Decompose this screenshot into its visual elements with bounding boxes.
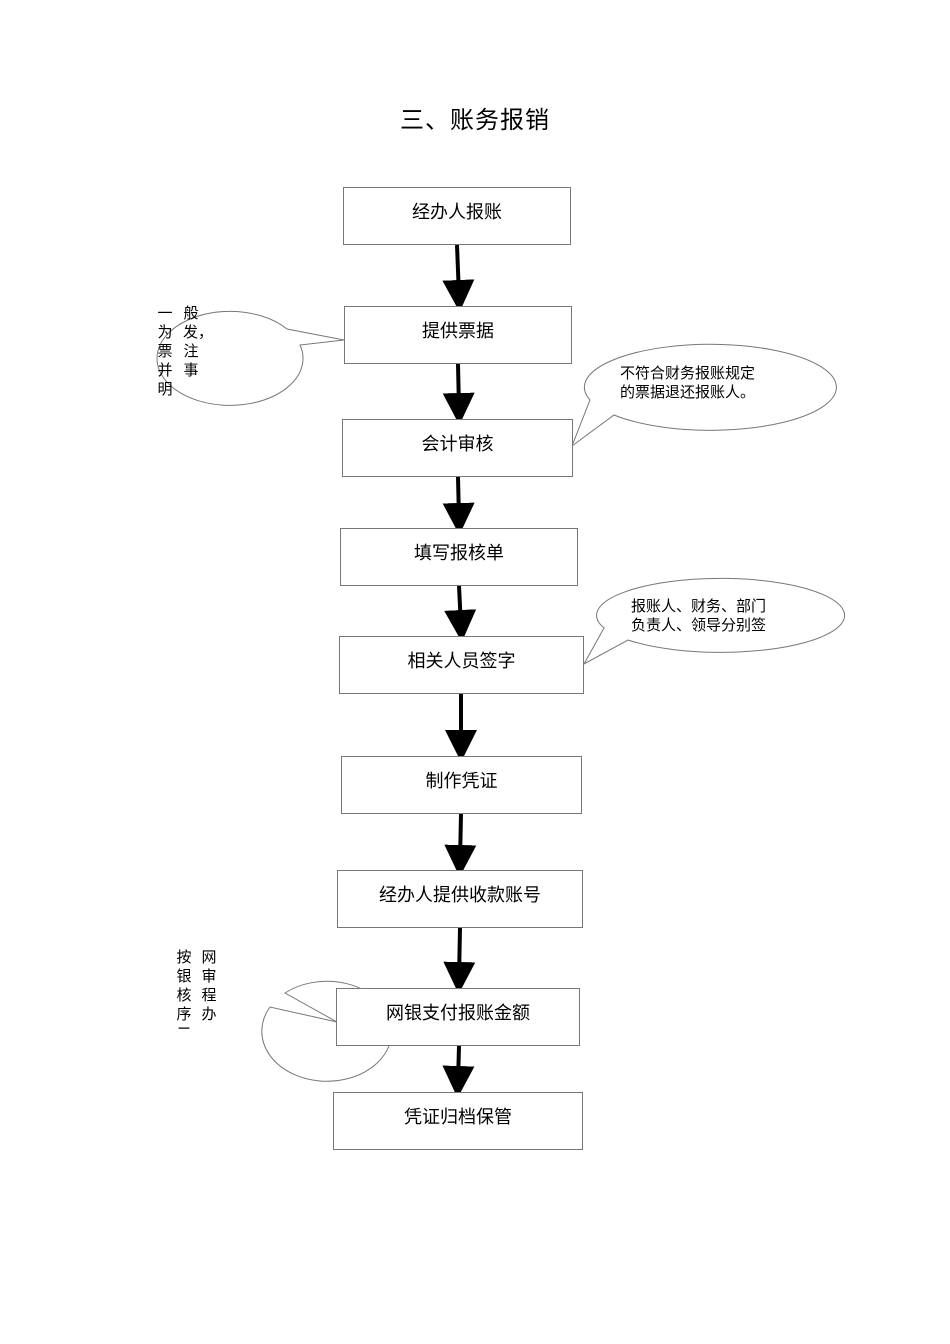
step-signatures: 相关人员签字	[339, 636, 584, 694]
page-title: 三、账务报销	[400, 106, 550, 134]
callout-sign-shape	[582, 577, 846, 666]
step-label: 相关人员签字	[407, 651, 516, 672]
arrow-4	[444, 585, 477, 642]
callout-audit-text: 不符合财务报账规定 的票据退还报账人。	[620, 364, 790, 402]
callout-line: 报账人、财务、部门	[631, 597, 767, 615]
step-reimbursement-request: 经办人报账	[343, 187, 571, 245]
step-provide-invoices: 提供票据	[344, 306, 572, 364]
callout-line: 的票据退还报账人。	[620, 383, 756, 401]
callout-line: 负责人、领导分别签	[631, 616, 767, 634]
step-label: 凭证归档保管	[404, 1107, 512, 1128]
step-accounting-review: 会计审核	[342, 419, 573, 477]
callout-bank-col2: 网审程办	[201, 948, 217, 1024]
arrow-3	[442, 476, 475, 535]
step-label: 网银支付报账金额	[386, 1003, 530, 1024]
arrow-7	[443, 927, 476, 994]
callout-line: 不符合财务报账规定	[620, 364, 756, 382]
callout-text: 网审程办	[201, 948, 217, 1023]
step-online-payment: 网银支付报账金额	[336, 988, 580, 1046]
callout-invoice-col1: 一为票并明	[157, 304, 173, 399]
arrow-8	[442, 1045, 475, 1098]
arrow-2	[442, 363, 475, 425]
step-provide-account: 经办人提供收款账号	[337, 870, 583, 928]
callout-text: 一为票并明	[157, 304, 173, 398]
step-label: 会计审核	[421, 434, 494, 455]
callout-bank-col1: 按银核序二	[176, 948, 192, 1036]
callout-invoice-shape	[156, 310, 345, 406]
step-archive-voucher: 凭证归档保管	[333, 1092, 583, 1150]
step-make-voucher: 制作凭证	[341, 756, 582, 814]
step-label: 制作凭证	[425, 771, 498, 792]
callout-text: 般发，注事	[183, 304, 214, 379]
arrow-6	[444, 813, 477, 877]
callout-invoice-col2: 般发，注事	[183, 304, 214, 380]
step-label: 提供票据	[422, 321, 494, 342]
step-fill-form: 填写报核单	[340, 528, 578, 586]
callout-sign-text: 报账人、财务、部门 负责人、领导分别签	[631, 597, 801, 635]
callout-text: 按银核序二	[176, 948, 192, 1036]
arrow-1	[442, 244, 475, 312]
step-label: 填写报核单	[414, 543, 504, 564]
step-label: 经办人提供收款账号	[379, 885, 541, 906]
callout-audit-shape	[570, 343, 837, 448]
step-label: 经办人报账	[412, 202, 502, 223]
